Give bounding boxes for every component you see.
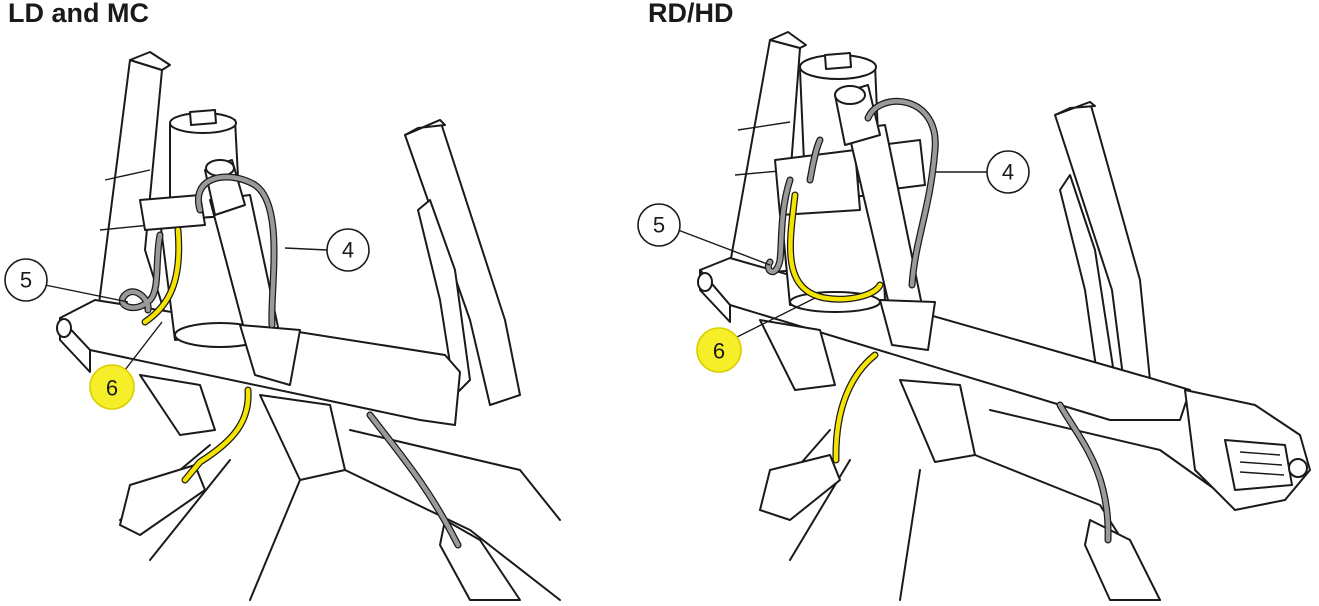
callout-4-right: 4: [935, 150, 1030, 194]
panel-title-ld-mc: LD and MC: [8, 0, 149, 28]
diagram-rd-hd: 4 5 6: [637, 31, 1311, 601]
hose-5-right: [764, 176, 794, 276]
plow-hinge-right: [1184, 389, 1311, 511]
callout-4-left: 4: [284, 228, 370, 272]
diagram-ld-mc: 4 5 6: [4, 51, 561, 601]
lift-frame-right: [1054, 101, 1151, 396]
hose-4-right: [806, 97, 1112, 544]
callout-label: 4: [342, 238, 354, 263]
hose-6-right: [786, 191, 884, 464]
callout-label: 5: [653, 213, 665, 238]
callout-6-left: 6: [89, 321, 163, 410]
callout-5-left: 5: [4, 258, 129, 303]
callout-6-right: 6: [696, 297, 816, 373]
panel-title-rd-hd: RD/HD: [648, 0, 734, 28]
lift-cylinder-left: [204, 159, 301, 386]
callout-label: 4: [1002, 160, 1014, 185]
callout-label: 6: [106, 376, 118, 401]
callout-5-right: 5: [637, 203, 771, 266]
hose-4-left: [194, 173, 462, 549]
hose-6-left: [141, 226, 252, 484]
lift-frame-left: [404, 119, 521, 406]
callout-label: 6: [713, 339, 725, 364]
push-frame-left: [119, 374, 561, 601]
hose-5-left: [119, 231, 164, 314]
lift-cylinder-right: [834, 84, 936, 351]
callout-label: 5: [20, 268, 32, 293]
push-frame-right: [759, 319, 1231, 601]
